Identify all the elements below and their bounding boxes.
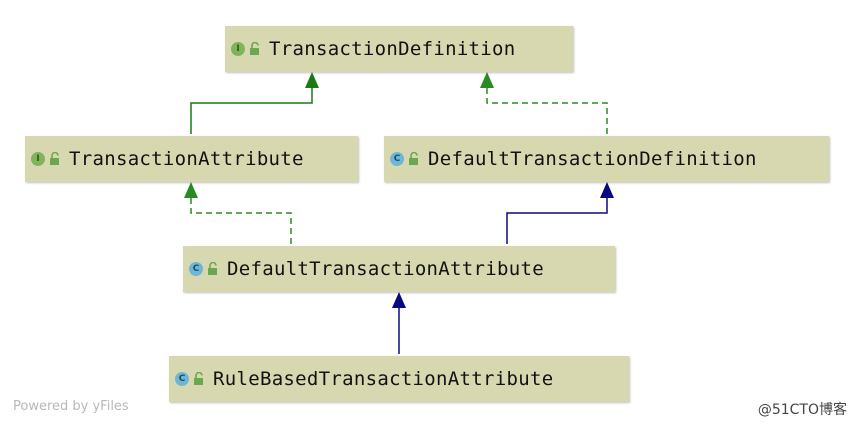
node-label: DefaultTransactionDefinition [428,148,757,170]
node-default-transaction-attribute[interactable]: C DefaultTransactionAttribute [183,246,615,292]
node-label: TransactionDefinition [269,38,516,60]
node-label: TransactionAttribute [69,148,304,170]
lock-open-icon [50,152,59,165]
interface-icon: I [31,152,45,166]
edge-defaulttransactionattribute-to-defaulttransactiondefinition [506,196,608,244]
class-icon: C [390,152,404,166]
node-transaction-definition[interactable]: I TransactionDefinition [225,26,573,72]
interface-icon: I [231,42,245,56]
edge-defaulttransactiondefinition-to-transactiondefinition [486,85,608,134]
lock-open-icon [194,372,203,385]
node-label: RuleBasedTransactionAttribute [213,368,554,390]
edge-defaulttransactionattribute-to-transactionattribute [190,196,292,244]
edge-transactionattribute-to-transactiondefinition [190,85,313,134]
lock-open-icon [409,152,418,165]
class-icon: C [189,262,203,276]
class-icon: C [175,372,189,386]
node-transaction-attribute[interactable]: I TransactionAttribute [25,136,358,182]
powered-by-text: Powered by yFiles [13,399,129,414]
lock-open-icon [208,262,217,275]
node-label: DefaultTransactionAttribute [227,258,544,280]
arrowhead-transactionattribute [184,182,198,198]
watermark-text: @51CTO博客 [757,402,847,418]
arrowhead-transactiondefinition-right [480,72,494,88]
arrowhead-defaulttransactiondefinition [600,182,614,198]
arrowhead-transactiondefinition-left [305,72,319,88]
arrowhead-defaulttransactionattribute [392,292,406,308]
lock-open-icon [250,42,259,55]
node-rule-based-transaction-attribute[interactable]: C RuleBasedTransactionAttribute [169,356,629,402]
node-default-transaction-definition[interactable]: C DefaultTransactionDefinition [384,136,829,182]
